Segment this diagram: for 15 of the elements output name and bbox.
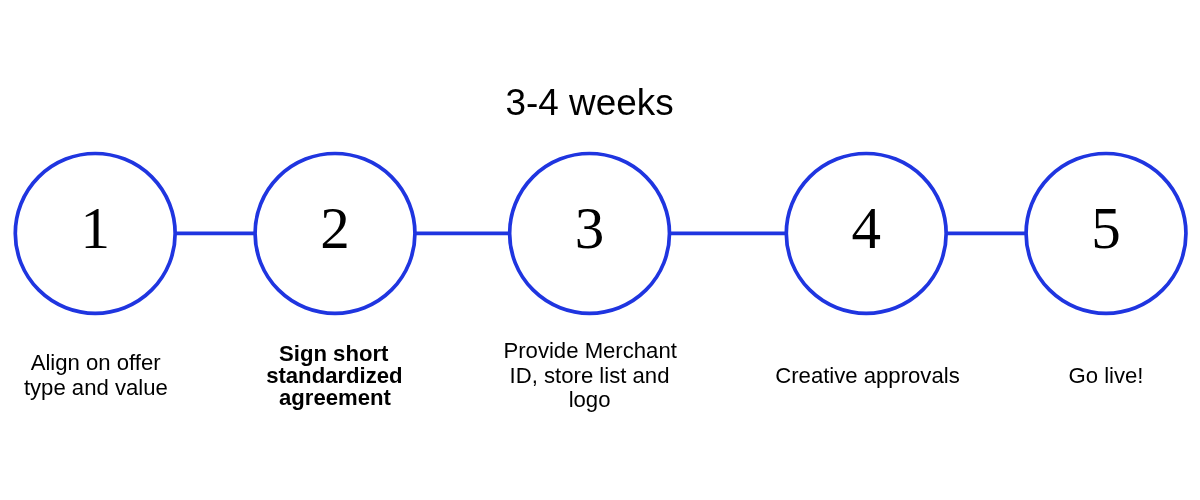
connector bbox=[415, 231, 510, 236]
node-circle: 3 bbox=[507, 151, 672, 316]
label: 3-4 weeks bbox=[505, 82, 674, 124]
node-label: Provide Merchant ID, store list and logo bbox=[503, 338, 677, 413]
node-circle: 5 bbox=[1024, 151, 1188, 316]
node-circle: 1 bbox=[13, 151, 177, 316]
connector bbox=[175, 231, 255, 236]
node-label: Sign short standardized agreement bbox=[266, 340, 403, 410]
node-label: Go live! bbox=[1068, 362, 1144, 388]
node-circle: 2 bbox=[253, 151, 417, 316]
connector bbox=[669, 231, 786, 236]
node-label: Creative approvals bbox=[775, 362, 960, 388]
node-label: Align on offer type and value bbox=[23, 350, 168, 400]
node-circle: 4 bbox=[784, 151, 948, 316]
connector bbox=[946, 231, 1026, 236]
